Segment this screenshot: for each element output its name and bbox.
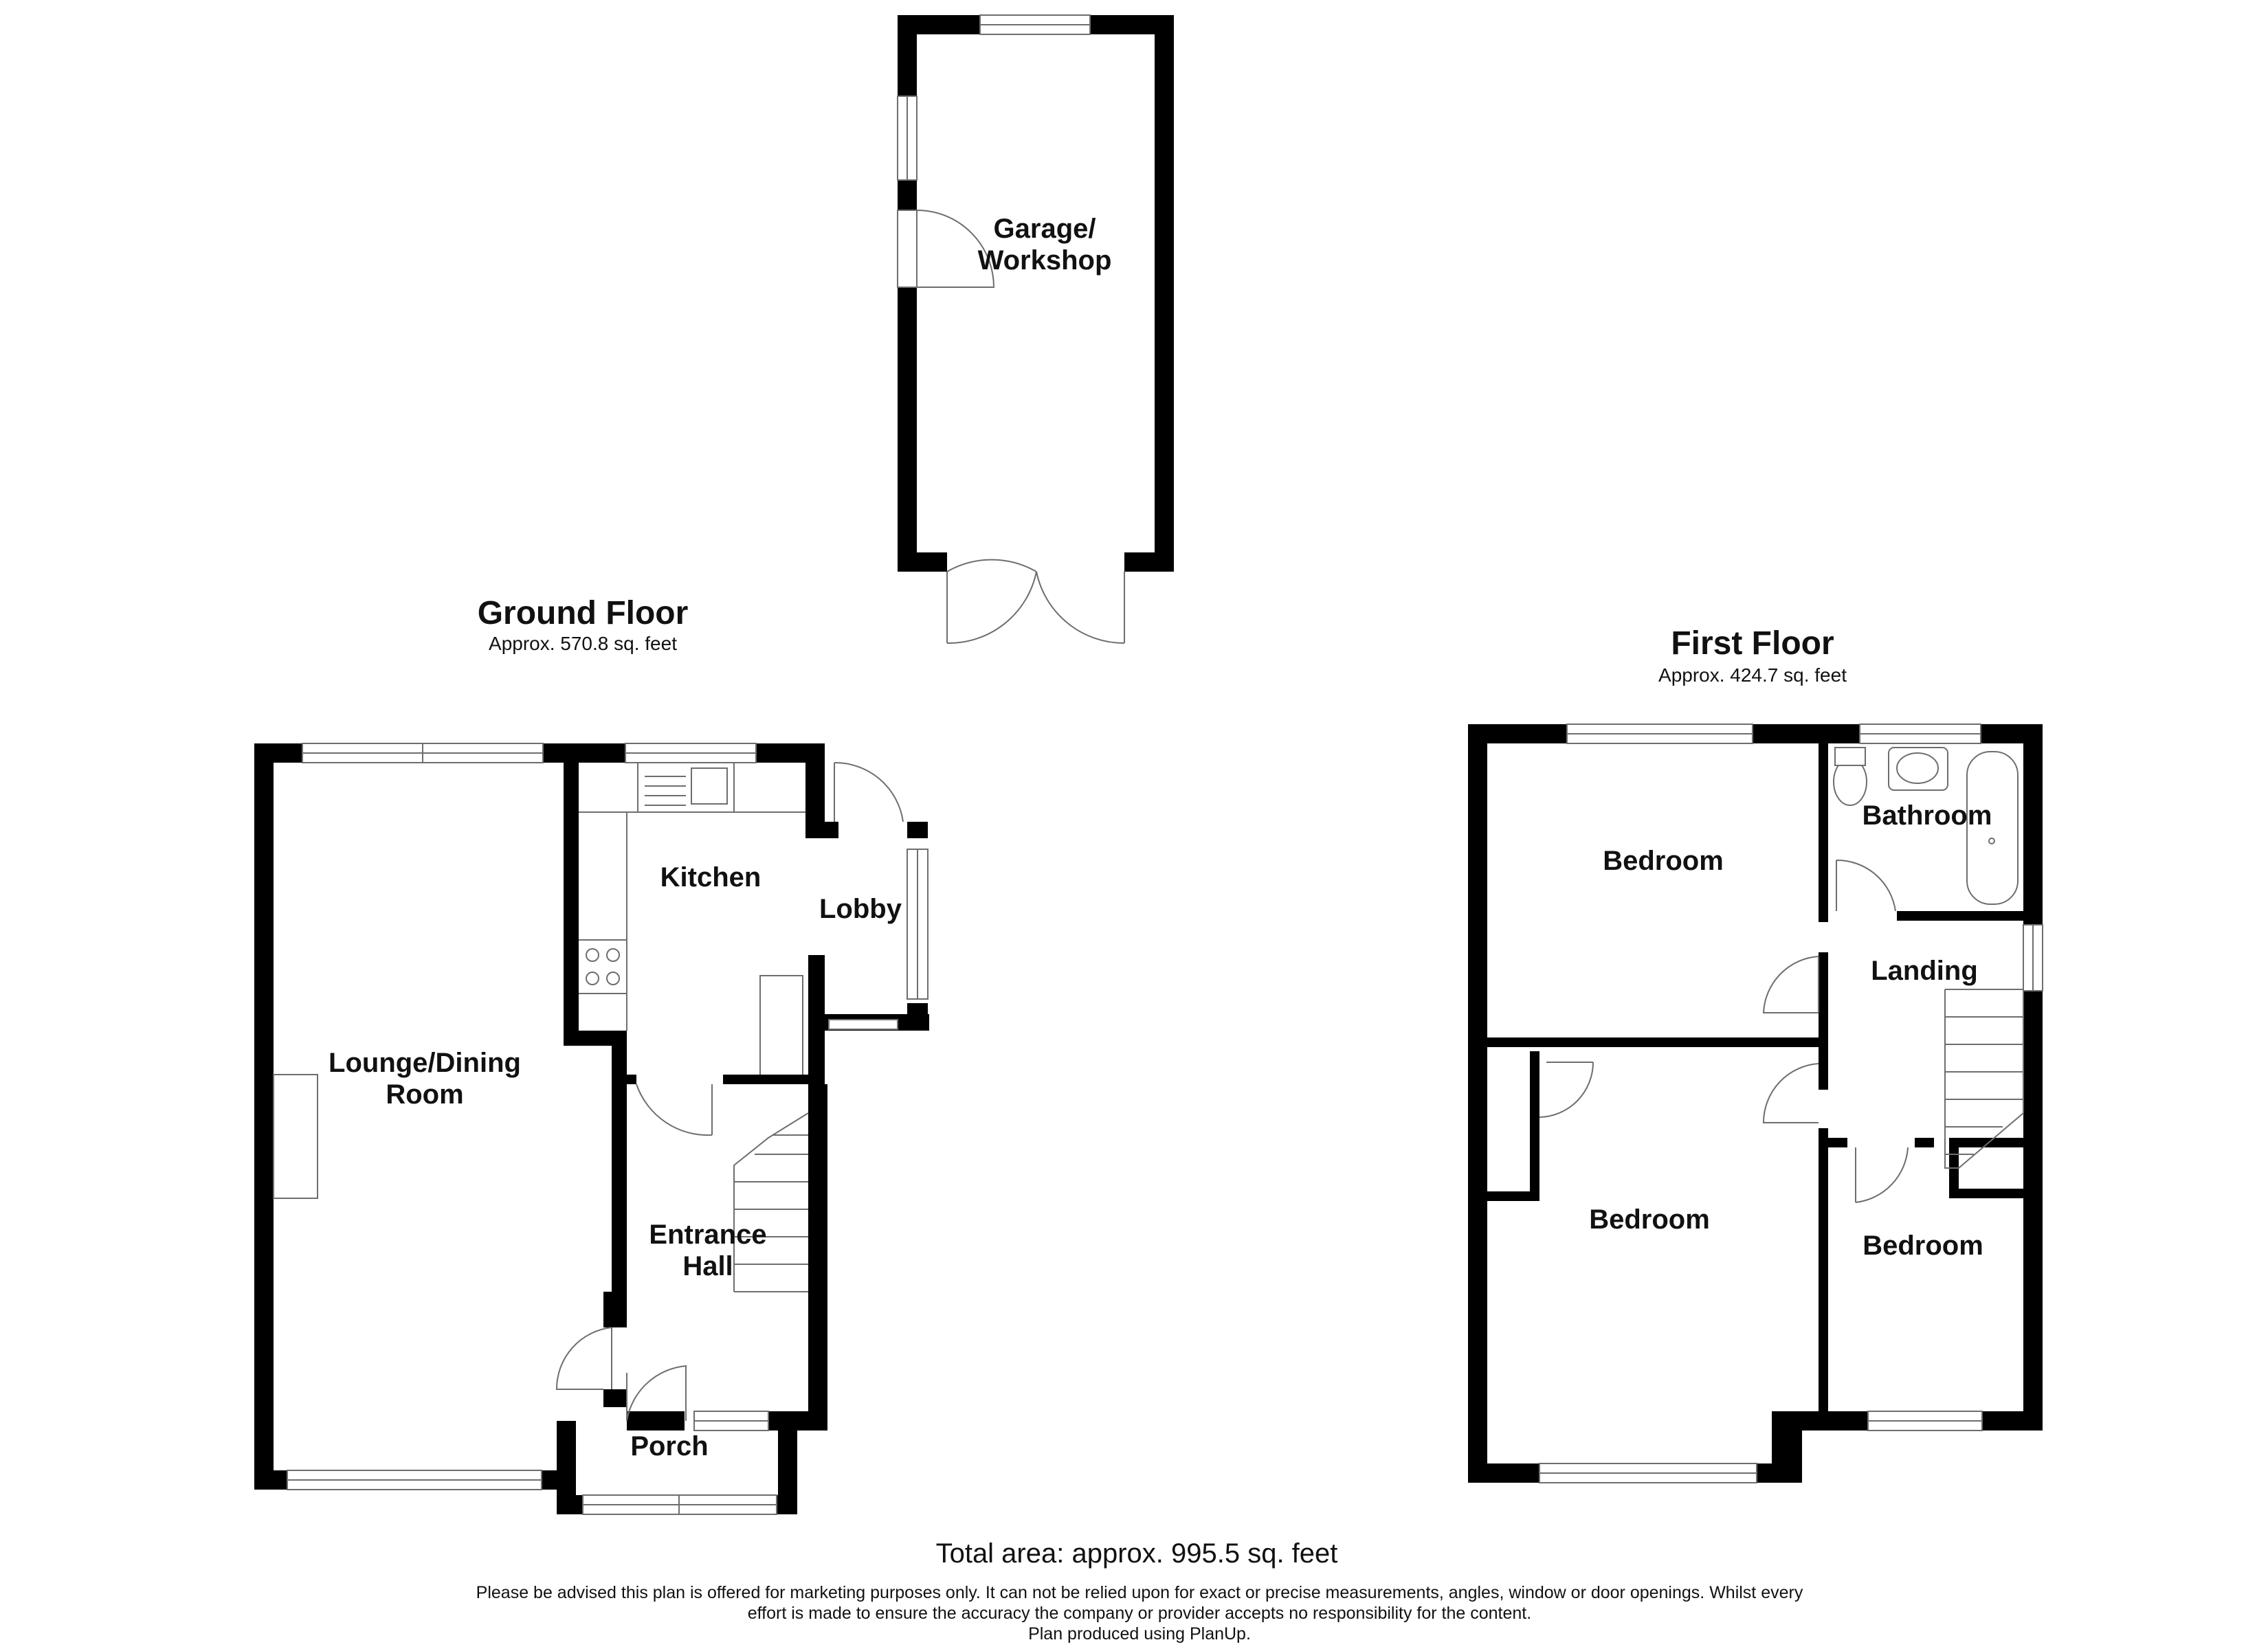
disclaimer-line-2: effort is made to ensure the accuracy th… [748,1604,1531,1623]
disclaimer-line-1: Please be advised this plan is offered f… [476,1583,1803,1602]
disclaimer-line-3: Plan produced using PlanUp. [1028,1624,1251,1644]
first-floor-title: First Floor [1671,625,1834,662]
first-floor-area: Approx. 424.7 sq. feet [1658,664,1847,686]
lobby-label: Lobby [819,894,902,924]
garage-plan [897,14,1174,644]
bedroom-rear-label: Bedroom [1603,846,1724,876]
lounge-label: Lounge/Dining [329,1048,521,1078]
bathroom-label: Bathroom [1863,800,1992,831]
landing-label: Landing [1871,956,1978,986]
ground-floor-area: Approx. 570.8 sq. feet [489,633,677,654]
entrance-hall-label: Entrance [649,1220,766,1250]
entrance-hall-label-2: Hall [682,1251,733,1281]
garage-label-2: Workshop [978,245,1112,276]
lounge-label-2: Room [386,1079,463,1110]
garage-label: Garage/ [994,214,1096,244]
first-floor-plan [1468,723,2043,1483]
ground-floor-plan [254,743,929,1515]
bedroom-front-label: Bedroom [1589,1204,1710,1235]
ground-floor-title: Ground Floor [478,595,689,631]
bedroom-small-label: Bedroom [1863,1231,1983,1261]
porch-label: Porch [630,1431,708,1461]
total-area: Total area: approx. 995.5 sq. feet [936,1538,1338,1569]
kitchen-label: Kitchen [660,862,761,893]
